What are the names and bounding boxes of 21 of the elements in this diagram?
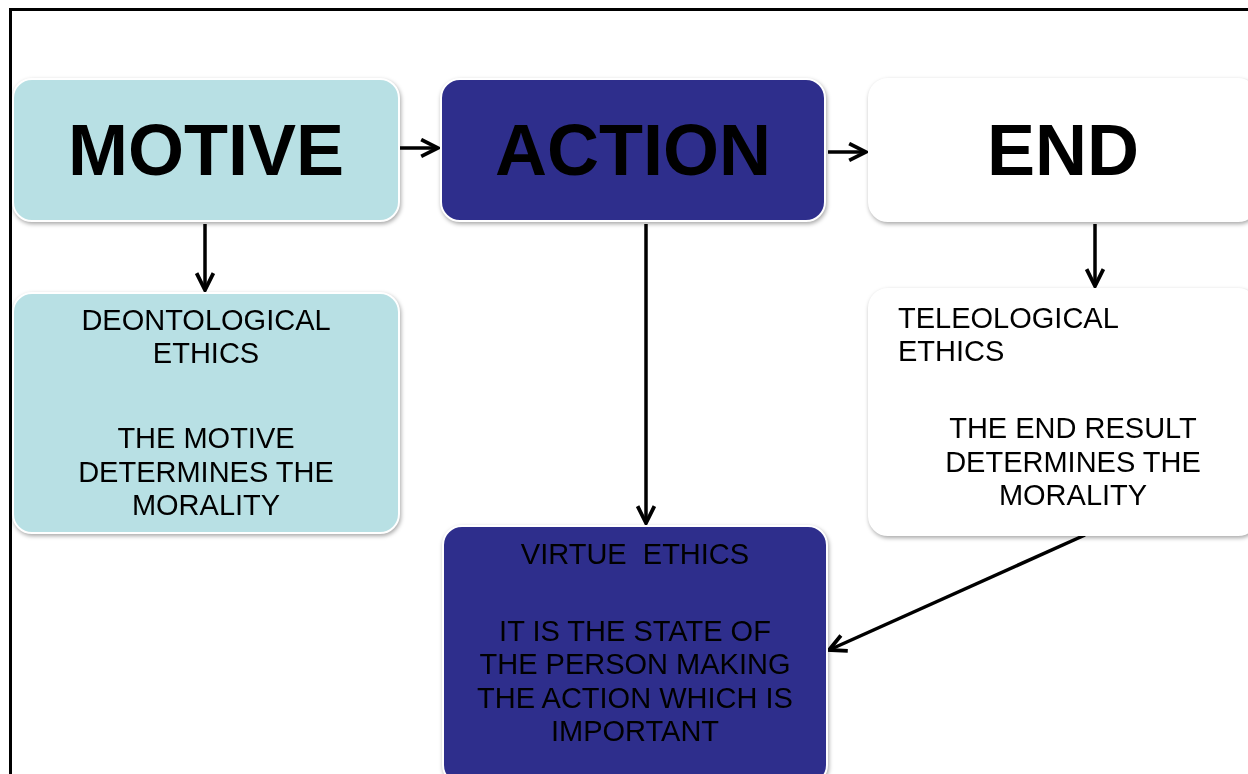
box-heading: END [987,114,1139,186]
arrow [400,137,440,159]
arrow [1084,224,1106,288]
box-description: THE END RESULT DETERMINES THE MORALITY [944,412,1202,513]
rounded-box [868,288,1248,536]
box-heading: MOTIVE [68,114,344,186]
rounded-box [12,292,400,534]
rounded-box [868,78,1248,222]
box-description: THE MOTIVE DETERMINES THE MORALITY [77,422,335,523]
arrow [827,533,1086,653]
rounded-box [440,78,826,222]
rounded-box [442,525,828,774]
rounded-box [12,78,400,222]
arrow [635,224,657,525]
arrow [828,141,868,163]
box-heading: VIRTUE ETHICS [520,537,750,571]
box-heading: TELEOLOGICAL ETHICS [897,301,1119,369]
box-heading: DEONTOLOGICAL ETHICS [80,303,332,371]
arrow [194,224,216,292]
box-heading: ACTION [495,114,771,186]
box-description: IT IS THE STATE OF THE PERSON MAKING THE ACTION WHICH IS IMPORTANT [476,615,794,749]
